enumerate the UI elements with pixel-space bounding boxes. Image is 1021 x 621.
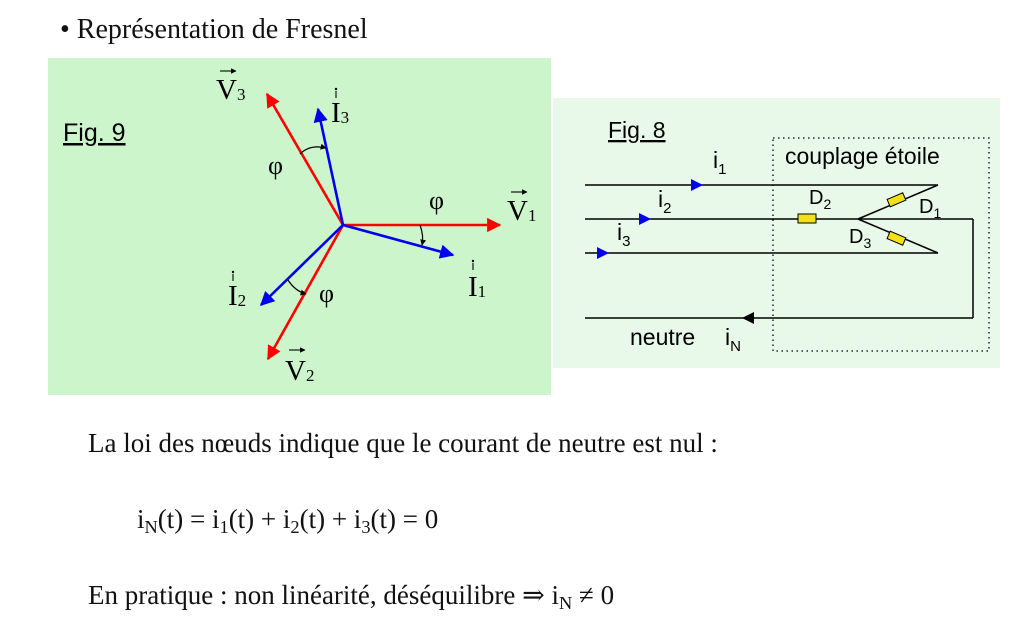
fig9-panel: Fig. 9 φ φ φ V1 V3 V2 [48, 58, 551, 395]
star-coupling-label: couplage étoile [785, 143, 940, 169]
svg-text:V1: V1 [507, 195, 536, 227]
vector-i2 [259, 224, 344, 306]
current-arrow-i2 [639, 213, 651, 225]
fig9-diagram: Fig. 9 φ φ φ V1 V3 V2 [48, 58, 551, 395]
phi-label-2: φ [319, 279, 334, 308]
label-neutral: neutre [630, 324, 695, 350]
label-v3: V3 [216, 68, 245, 106]
diode-d2 [797, 213, 817, 224]
label-i1: i1 [713, 147, 726, 178]
fig9-background [48, 58, 551, 395]
label-i3: I3 [331, 87, 349, 129]
diode-d1 [886, 192, 907, 208]
svg-text:I2: I2 [228, 280, 246, 312]
fig8-background [553, 98, 1000, 368]
star-coupling-box [772, 137, 990, 352]
label-d2: D2 [809, 187, 831, 212]
svg-text:V2: V2 [285, 355, 314, 387]
label-d1: D1 [919, 196, 941, 221]
label-v1: V1 [507, 189, 536, 227]
phi-arc-1 [419, 224, 427, 246]
fig9-label: Fig. 9 [63, 119, 126, 147]
svg-text:V3: V3 [216, 74, 245, 106]
current-arrow-i3 [597, 247, 609, 259]
label-i1: I1 [468, 259, 486, 303]
svg-text:I1: I1 [468, 271, 486, 303]
vector-v3 [265, 92, 345, 226]
label-iN: iN [725, 324, 741, 355]
label-i3: i3 [617, 219, 630, 250]
phi-arc-2 [287, 279, 307, 296]
phi-arc-3 [299, 143, 327, 155]
neutral-current-equation: iN(t) = i1(t) + i2(t) + i3(t) = 0 [137, 504, 439, 538]
phi-label-1: φ [429, 186, 444, 215]
diode-d3 [886, 230, 907, 246]
practical-note: En pratique : non linéarité, déséquilibr… [88, 580, 615, 614]
vector-i1 [342, 223, 455, 259]
current-arrow-iN [742, 312, 754, 324]
fig8-panel: Fig. 8 couplage étoile i1 i2 i3 D2 D1 D3… [553, 98, 1000, 368]
fig8-diagram: Fig. 8 couplage étoile i1 i2 i3 D2 D1 D3… [553, 98, 1000, 368]
label-i2: i2 [658, 186, 671, 217]
phi-label-3: φ [268, 151, 283, 180]
svg-text:I3: I3 [331, 97, 349, 129]
section-title: • Représentation de Fresnel [60, 14, 368, 45]
label-v2: V2 [285, 347, 314, 387]
node-law-sentence: La loi des nœuds indique que le courant … [88, 428, 718, 458]
label-d3: D3 [849, 226, 871, 251]
fig8-label: Fig. 8 [608, 117, 666, 143]
label-i2: I2 [228, 270, 246, 312]
current-arrow-i1 [691, 179, 703, 191]
vector-i3 [313, 107, 345, 226]
